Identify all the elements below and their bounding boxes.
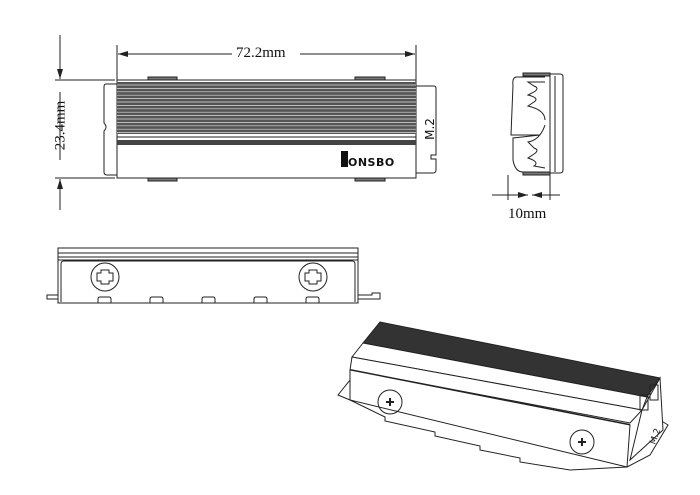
side-view (492, 72, 564, 200)
screw-right (298, 262, 328, 292)
screw-left (90, 262, 120, 292)
fins (117, 82, 416, 134)
isometric-view: M.2 (337, 321, 669, 471)
left-plate (103, 83, 117, 176)
width-dimension-label: 23.4mm (52, 100, 69, 151)
top-view: ONSBO (55, 35, 437, 210)
slot-label: M.2 (423, 118, 437, 140)
height-dimension-label: 10mm (508, 206, 547, 222)
length-dimension-label: 72.2mm (236, 45, 286, 61)
svg-text:ONSBO: ONSBO (348, 156, 395, 169)
right-plate (416, 85, 437, 174)
iso-screw-left (377, 389, 403, 415)
iso-screw-right (569, 429, 595, 455)
front-view (46, 247, 381, 304)
jonsbo-logo: ONSBO (341, 151, 395, 169)
